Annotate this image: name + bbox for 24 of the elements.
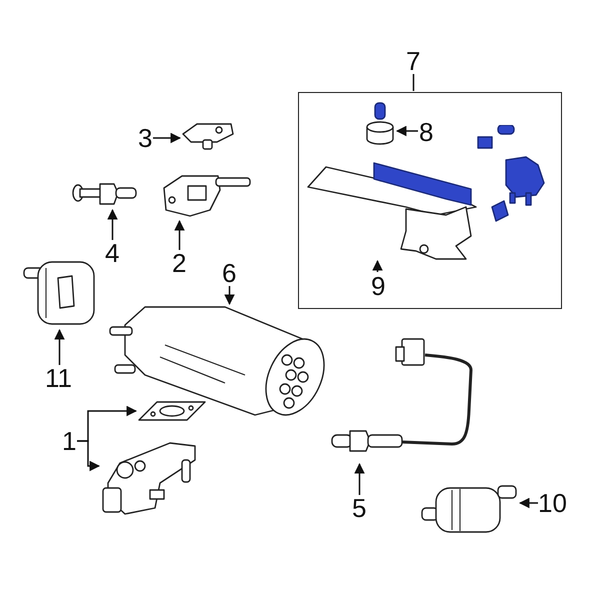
callout-number: 6 xyxy=(222,260,236,286)
leader-line xyxy=(54,328,65,365)
leader-line xyxy=(412,74,414,91)
callout-number: 11 xyxy=(45,365,72,391)
callout-number: 2 xyxy=(172,250,186,276)
callout-number: 4 xyxy=(105,240,120,266)
callout-number: 10 xyxy=(538,490,567,516)
callout-number: 1 xyxy=(62,428,76,454)
leader-line xyxy=(372,260,383,272)
leader-line xyxy=(224,286,235,306)
leader-line xyxy=(77,440,100,472)
callout-number: 9 xyxy=(371,273,386,299)
leader-line xyxy=(174,220,185,250)
leader-line xyxy=(354,462,365,495)
callout-number: 7 xyxy=(406,48,420,74)
group-frame xyxy=(298,92,562,309)
callout-number: 8 xyxy=(419,119,434,145)
gasket-drawing xyxy=(137,400,207,422)
leader-line xyxy=(518,498,538,508)
leader-line xyxy=(107,208,118,240)
leader-line xyxy=(153,132,182,144)
callout-number: 3 xyxy=(138,125,152,151)
callout-number: 5 xyxy=(352,495,366,521)
leader-line xyxy=(396,126,418,136)
